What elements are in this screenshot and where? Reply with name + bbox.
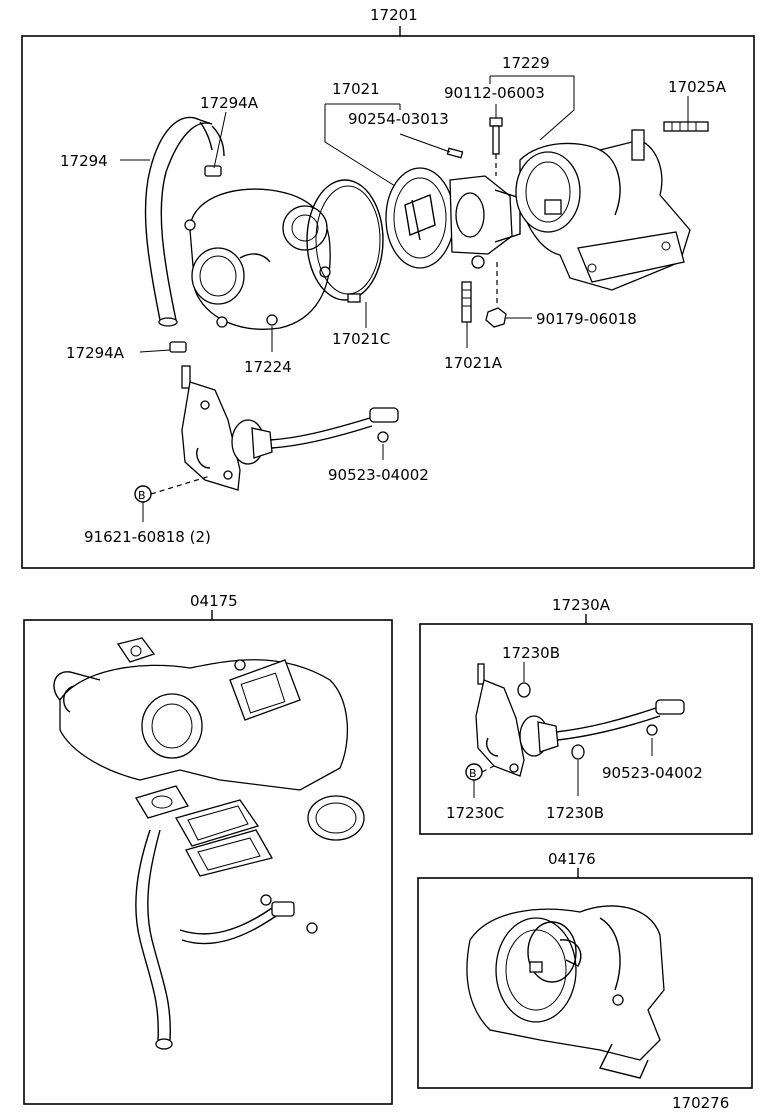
label-17230B-bottom: 17230B bbox=[546, 804, 604, 822]
label-17230B-top: 17230B bbox=[502, 644, 560, 662]
ring-17021C bbox=[306, 179, 384, 303]
label-17201: 17201 bbox=[370, 6, 418, 24]
label-17021: 17021 bbox=[332, 80, 380, 98]
main-assembly-frame bbox=[21, 35, 755, 569]
stud-17025A bbox=[663, 121, 709, 132]
gaskets-04175 bbox=[135, 785, 365, 1050]
turbo-assembly-04176 bbox=[466, 905, 665, 1079]
kit-04176-frame bbox=[417, 877, 753, 1089]
label-90179: 90179-06018 bbox=[536, 310, 637, 328]
clip-90523-right bbox=[646, 724, 658, 736]
label-17230C: 17230C bbox=[446, 804, 504, 822]
hose-17294 bbox=[144, 116, 225, 327]
label-91621: 91621-60818 (2) bbox=[84, 528, 211, 546]
leader-17229 bbox=[490, 75, 575, 141]
dash-17230C bbox=[481, 765, 495, 773]
actuator-main bbox=[181, 365, 399, 491]
label-17230A: 17230A bbox=[552, 596, 611, 614]
actuator-17230A-frame bbox=[419, 623, 753, 835]
leader-90254 bbox=[399, 133, 451, 153]
turbo-assembly-04175 bbox=[53, 637, 349, 791]
marker-b-main: B bbox=[134, 485, 152, 503]
label-17025A: 17025A bbox=[668, 78, 727, 96]
cartridge-17021 bbox=[385, 167, 521, 269]
stud-17021A bbox=[461, 281, 472, 323]
clip-17294A-bottom bbox=[169, 341, 187, 353]
label-90254: 90254-03013 bbox=[348, 110, 449, 128]
leader-17021-a bbox=[324, 104, 396, 187]
actuator-17230A bbox=[475, 663, 685, 777]
leader-17294A-top bbox=[213, 111, 227, 169]
turbine-housing-17229 bbox=[515, 129, 691, 291]
clip-90523-top bbox=[377, 431, 389, 443]
label-04176: 04176 bbox=[548, 850, 596, 868]
label-17224: 17224 bbox=[244, 358, 292, 376]
label-90523-top: 90523-04002 bbox=[328, 466, 429, 484]
label-90523-right: 90523-04002 bbox=[602, 764, 703, 782]
label-17294A-top: 17294A bbox=[200, 94, 259, 112]
washer-17230B-top bbox=[517, 682, 531, 698]
label-17229: 17229 bbox=[502, 54, 550, 72]
label-04175: 04175 bbox=[190, 592, 238, 610]
svg-text:B: B bbox=[469, 767, 477, 780]
label-17294: 17294 bbox=[60, 152, 108, 170]
compressor-housing-17224 bbox=[184, 188, 331, 330]
label-170276: 170276 bbox=[672, 1094, 729, 1112]
bolt-90112 bbox=[489, 117, 503, 155]
pin-90254 bbox=[446, 147, 464, 159]
leader-17294A-bottom bbox=[139, 349, 171, 353]
svg-text:B: B bbox=[138, 489, 146, 502]
nut-90179 bbox=[485, 307, 507, 328]
clip-17294A-top bbox=[204, 165, 222, 177]
label-17294A-bottom: 17294A bbox=[66, 344, 125, 362]
label-90112: 90112-06003 bbox=[444, 84, 545, 102]
gasket-kit-04175-frame bbox=[23, 619, 393, 1105]
label-17021A: 17021A bbox=[444, 354, 503, 372]
marker-b-sub: B bbox=[465, 763, 483, 781]
dash-91621 bbox=[150, 475, 211, 495]
washer-17230B-bottom bbox=[571, 744, 585, 760]
label-17021C: 17021C bbox=[332, 330, 390, 348]
